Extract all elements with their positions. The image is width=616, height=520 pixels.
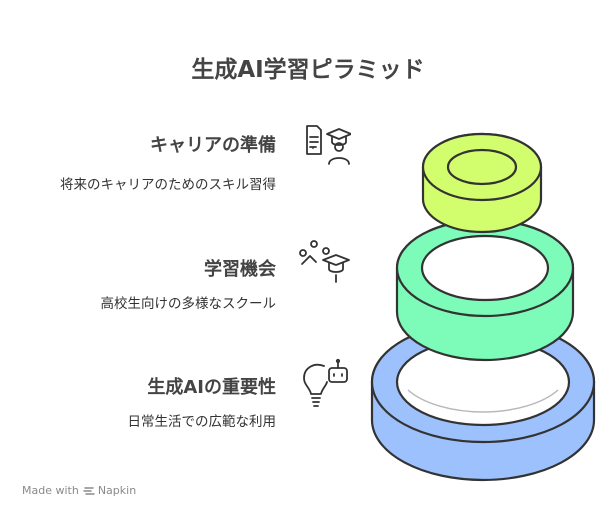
ring-level-3 [370,320,596,482]
level-2-heading: 学習機会 [204,259,276,280]
lightbulb-robot-icon [302,356,352,410]
ring-level-2 [395,218,575,362]
footer-brand: Napkin [97,484,137,497]
diagram-title: 生成AI学習ピラミッド [191,57,425,83]
level-2-description: 高校生向けの多様なスクール [100,296,277,312]
ideas-graduation-cap-icon [296,238,352,288]
level-1-description: 将来のキャリアのためのスキル習得 [60,177,276,193]
napkin-logo-icon [83,486,95,495]
level-1-heading: キャリアの準備 [150,135,276,156]
level-3-description: 日常生活での広範な利用 [127,414,277,430]
resume-graduate-icon [299,124,351,168]
ring-level-1 [421,132,543,234]
footer-credit: Made with Napkin [22,484,136,497]
level-3-heading: 生成AIの重要性 [147,377,276,398]
napkin-brand: Napkin [83,484,136,497]
footer-prefix: Made with [22,484,79,497]
